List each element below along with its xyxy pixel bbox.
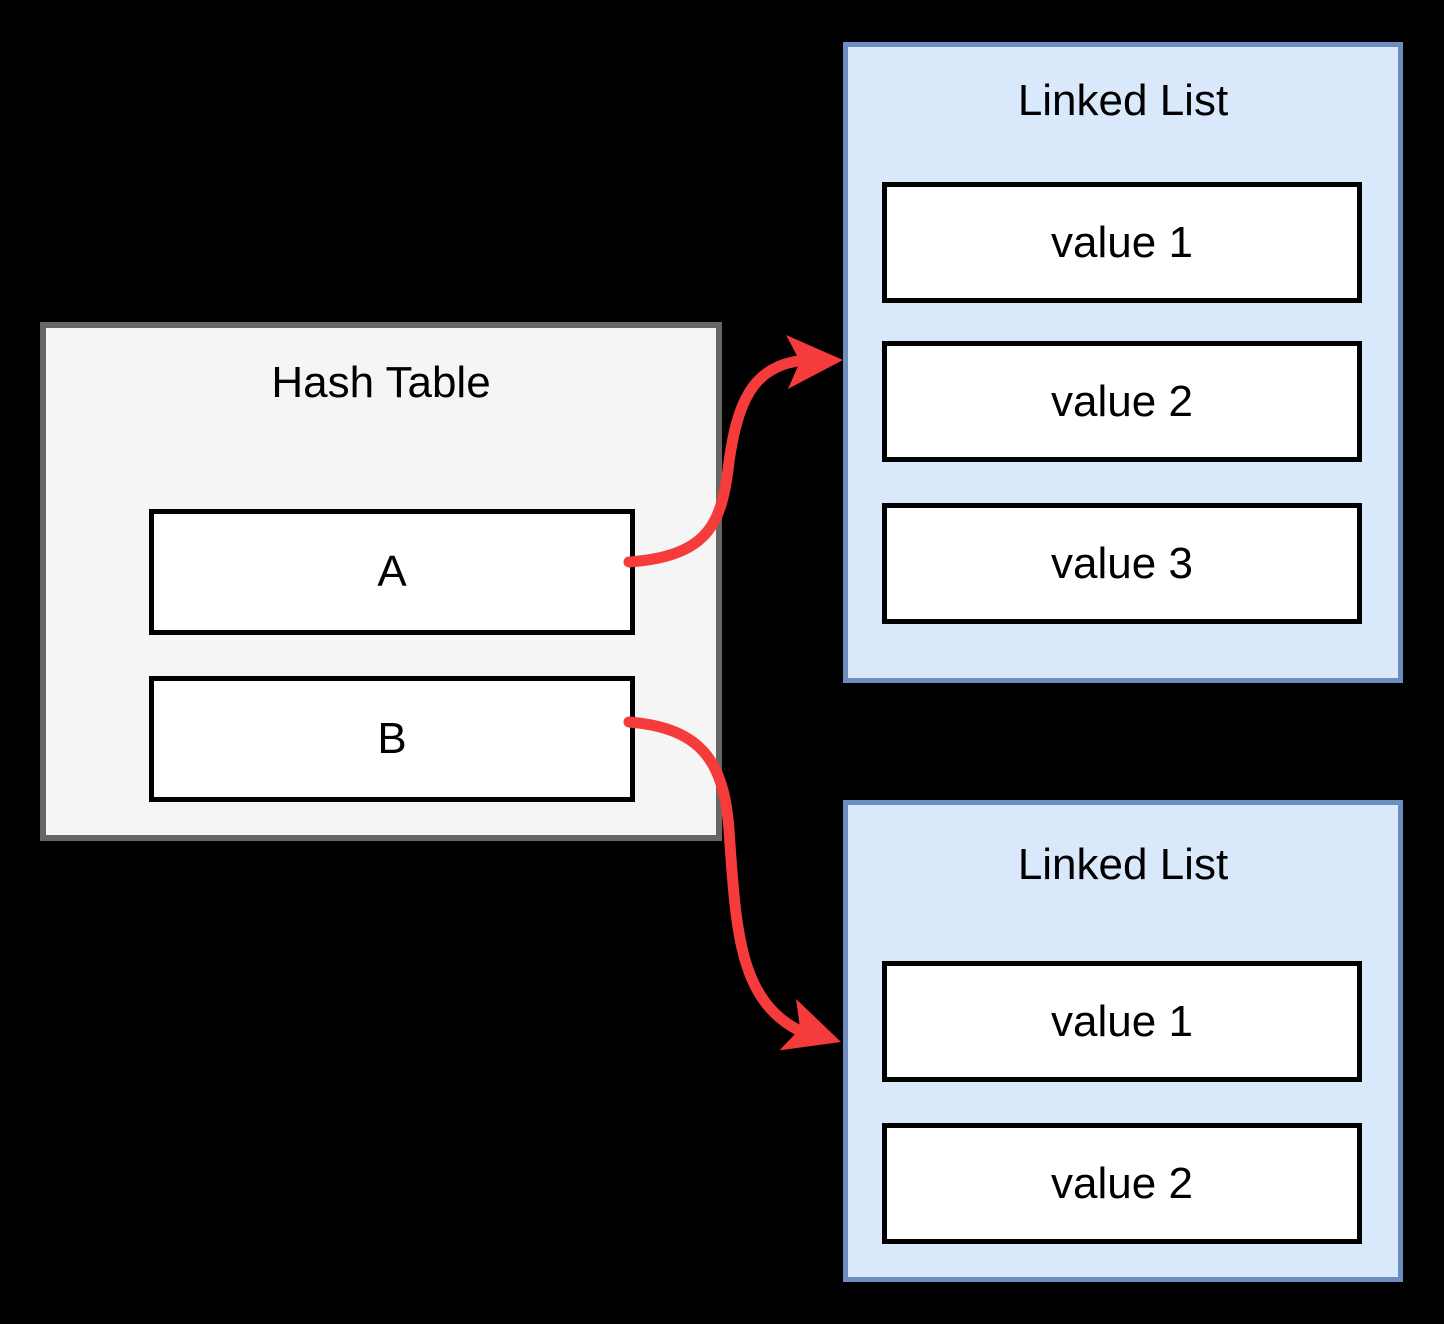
linked-list-2-node-1: value 1 — [882, 961, 1362, 1082]
hash-table-title: Hash Table — [271, 358, 491, 407]
linked-list-1-node-3-label: value 3 — [1051, 538, 1193, 588]
linked-list-2-node-2: value 2 — [882, 1123, 1362, 1244]
linked-list-2-title: Linked List — [1017, 840, 1229, 889]
linked-list-1-node-3: value 3 — [882, 503, 1362, 624]
hash-bucket-a: A — [149, 509, 635, 635]
linked-list-1-node-1-label: value 1 — [1051, 217, 1193, 267]
linked-list-1-title: Linked List — [1017, 76, 1229, 125]
linked-list-1-node-1: value 1 — [882, 182, 1362, 303]
arrow-b-to-list2-arrowhead-icon — [779, 999, 841, 1051]
hash-bucket-b: B — [149, 676, 635, 802]
linked-list-1-node-2: value 2 — [882, 341, 1362, 462]
hash-bucket-a-label: A — [377, 547, 407, 596]
linked-list-2-node-1-label: value 1 — [1051, 996, 1193, 1046]
linked-list-1-node-2-label: value 2 — [1051, 376, 1193, 426]
linked-list-2-node-2-label: value 2 — [1051, 1158, 1193, 1208]
arrow-a-to-list1-arrowhead-icon — [786, 334, 843, 389]
hash-bucket-b-label: B — [377, 714, 407, 763]
hash-table-panel: Hash Table A B — [40, 322, 722, 841]
linked-list-1-panel: Linked List value 1 value 2 value 3 — [843, 42, 1403, 683]
linked-list-2-panel: Linked List value 1 value 2 — [843, 800, 1403, 1282]
